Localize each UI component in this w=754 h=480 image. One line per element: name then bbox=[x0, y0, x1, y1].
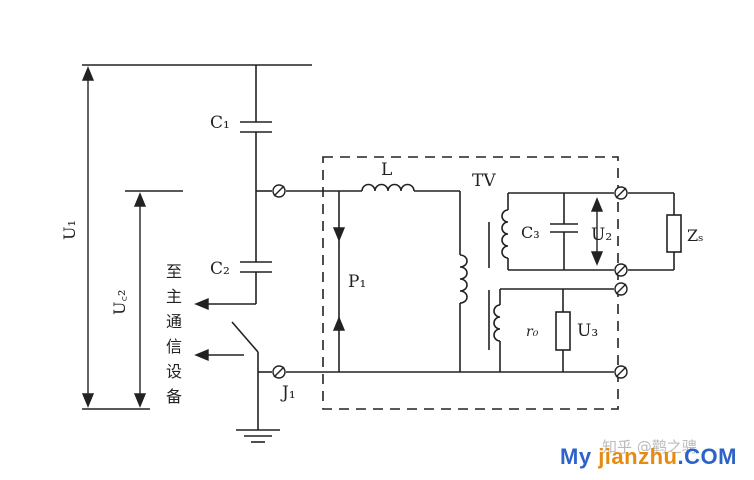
u2-arrow-bottom bbox=[590, 251, 604, 266]
label-zs: Zₛ bbox=[687, 226, 704, 245]
primary-winding bbox=[459, 254, 468, 304]
label-uc2: U꜀₂ bbox=[110, 290, 129, 315]
label-c3: C₃ bbox=[521, 223, 540, 242]
p1-arrow-top bbox=[332, 227, 346, 242]
label-p1: P₁ bbox=[348, 272, 366, 292]
zhihu-watermark: 知乎 @鹳之骋 bbox=[602, 438, 697, 456]
sec2-winding bbox=[493, 304, 501, 342]
label-tv: TV bbox=[472, 171, 496, 191]
brand-highlight: jianzhu bbox=[598, 444, 678, 469]
equipment-char: 备 bbox=[166, 387, 182, 406]
equipment-arrow-lower bbox=[194, 348, 209, 362]
brand-watermark: My jianzhu.COM bbox=[560, 444, 737, 470]
label-u2: U₂ bbox=[591, 225, 612, 245]
terminal-sec2-top bbox=[614, 282, 628, 296]
uc2-arrow-top bbox=[133, 192, 147, 207]
equipment-char: 通 bbox=[166, 312, 182, 331]
terminal-sec1-top bbox=[614, 186, 628, 200]
label-c2: C₂ bbox=[210, 259, 230, 279]
u1-arrow-top bbox=[81, 66, 95, 81]
equipment-char: 信 bbox=[166, 337, 182, 356]
equipment-char: 主 bbox=[166, 287, 182, 306]
brand-suffix: .COM bbox=[677, 444, 737, 469]
terminal-bottom-left bbox=[272, 365, 286, 379]
label-u1: U₁ bbox=[60, 220, 79, 240]
label-c1: C₁ bbox=[210, 113, 230, 133]
brand-prefix: My bbox=[560, 444, 599, 469]
zs-resistor bbox=[666, 214, 682, 253]
label-u3: U₃ bbox=[577, 321, 598, 341]
label-l: L bbox=[381, 160, 392, 180]
u2-arrow-top bbox=[590, 197, 604, 212]
switch-blade bbox=[231, 321, 259, 353]
equipment-arrow-upper bbox=[194, 297, 209, 311]
label-r0: r₀ bbox=[526, 324, 539, 340]
terminal-sec2-bottom bbox=[614, 365, 628, 379]
uc2-arrow-bottom bbox=[133, 393, 147, 408]
equipment-char: 设 bbox=[166, 362, 182, 381]
r0-resistor bbox=[555, 311, 571, 351]
sec1-winding bbox=[501, 209, 509, 259]
label-j1: J₁ bbox=[280, 383, 296, 403]
equipment-char: 至 bbox=[166, 262, 182, 281]
terminal-sec1-bottom bbox=[614, 263, 628, 277]
equipment-label: 至 主 通 信 设 备 bbox=[166, 262, 182, 406]
u1-arrow-bottom bbox=[81, 393, 95, 408]
inductor-l bbox=[361, 183, 415, 192]
terminal-top-left bbox=[272, 184, 286, 198]
p1-arrow-bottom bbox=[332, 316, 346, 331]
